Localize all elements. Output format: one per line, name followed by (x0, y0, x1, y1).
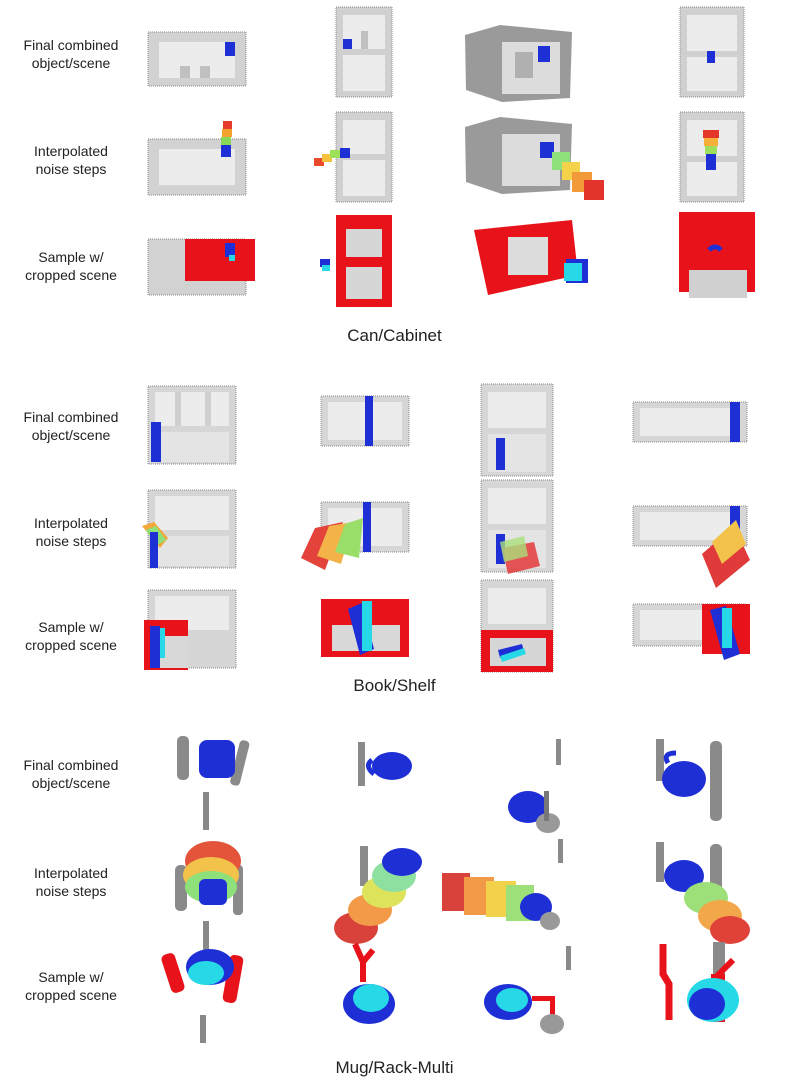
shelf-sample-4 (630, 600, 755, 670)
caption-mug-rack: Mug/Rack-Multi (335, 1058, 454, 1077)
section-mug-rack: Final combined object/scene Interpolated… (0, 720, 789, 1088)
row-label-line: Sample w/ (38, 249, 104, 265)
shelf-noise-1 (140, 488, 240, 573)
row-label-sample: Sample w/ cropped scene (0, 248, 142, 284)
row-label-line: Sample w/ (38, 969, 104, 985)
shelf-noise-2 (295, 498, 415, 578)
cabinet-final-2 (333, 5, 395, 100)
caption-book-shelf: Book/Shelf (353, 676, 436, 695)
shelf-final-1 (145, 384, 240, 466)
cabinet-noise-2 (312, 110, 397, 205)
shelf-sample-3 (478, 578, 558, 676)
shelf-final-2 (318, 392, 413, 450)
row-label-line: Final combined (23, 409, 119, 425)
row-label-line: Interpolated (34, 143, 108, 159)
row-label-line: cropped scene (25, 637, 117, 653)
row-label-sample: Sample w/ cropped scene (0, 968, 142, 1004)
rack-sample-4 (655, 938, 745, 1038)
rack-sample-1 (160, 945, 260, 1045)
shelf-sample-2 (318, 595, 413, 665)
section-can-cabinet: Final combined object/scene Interpolated… (0, 0, 789, 350)
row-label-line: noise steps (35, 533, 107, 549)
cabinet-noise-4 (677, 110, 747, 205)
shelf-final-4 (630, 398, 750, 446)
cabinet-sample-1 (145, 235, 260, 300)
cabinet-sample-3 (470, 215, 600, 305)
rack-final-3 (500, 735, 570, 845)
rack-sample-2 (335, 938, 410, 1038)
row-label-final: Final combined object/scene (0, 756, 142, 792)
row-label-line: cropped scene (25, 987, 117, 1003)
row-label-line: noise steps (35, 161, 107, 177)
shelf-sample-1 (140, 588, 240, 673)
row-label-line: cropped scene (25, 267, 117, 283)
row-label-noise: Interpolated noise steps (0, 864, 142, 900)
shelf-noise-4 (630, 502, 755, 592)
row-label-line: Interpolated (34, 515, 108, 531)
rack-final-1 (165, 732, 265, 837)
rack-noise-2 (330, 840, 430, 950)
row-label-line: Interpolated (34, 865, 108, 881)
shelf-noise-3 (478, 478, 573, 578)
cabinet-sample-2 (318, 213, 398, 313)
rack-noise-4 (650, 838, 755, 948)
row-label-final: Final combined object/scene (0, 408, 142, 444)
shelf-final-3 (478, 382, 558, 480)
rack-noise-3 (440, 835, 575, 940)
cabinet-final-4 (677, 5, 747, 100)
cabinet-noise-1 (145, 115, 250, 200)
caption-can-cabinet: Can/Cabinet (347, 326, 442, 345)
row-label-sample: Sample w/ cropped scene (0, 618, 142, 654)
row-label-line: noise steps (35, 883, 107, 899)
cabinet-noise-3 (460, 112, 610, 202)
section-book-shelf: Final combined object/scene Interpolated… (0, 370, 789, 700)
rack-sample-3 (480, 942, 580, 1042)
cabinet-final-1 (145, 28, 250, 90)
row-label-final: Final combined object/scene (0, 36, 142, 72)
row-label-line: object/scene (31, 55, 111, 71)
cabinet-sample-4 (677, 210, 757, 305)
rack-noise-1 (165, 835, 265, 955)
cabinet-final-3 (460, 20, 575, 105)
rack-final-4 (650, 735, 745, 825)
rack-final-2 (350, 740, 415, 800)
row-label-line: Sample w/ (38, 619, 104, 635)
row-label-line: Final combined (23, 757, 119, 773)
row-label-line: object/scene (31, 427, 111, 443)
row-label-noise: Interpolated noise steps (0, 514, 142, 550)
row-label-line: object/scene (31, 775, 111, 791)
row-label-noise: Interpolated noise steps (0, 142, 142, 178)
row-label-line: Final combined (23, 37, 119, 53)
